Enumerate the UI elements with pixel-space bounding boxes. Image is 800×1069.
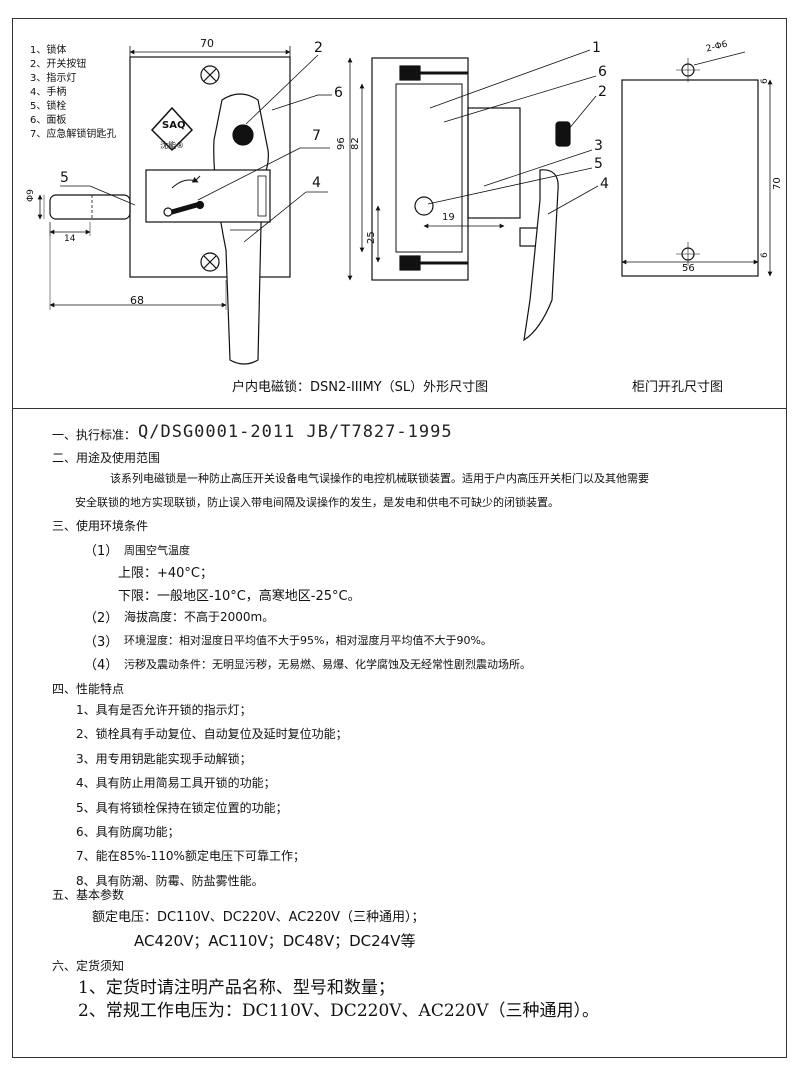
dim-offset-68: 68	[130, 294, 144, 307]
key-hole-icon	[163, 200, 205, 217]
feature-item: 4、具有防止用简易工具开锁的功能；	[76, 776, 276, 791]
s6-line1: 1、定货时请注明产品名称、型号和数量；	[78, 978, 395, 998]
mounting-hole-icon	[676, 58, 700, 82]
callout-2-side: 2	[598, 84, 607, 100]
callout-4: 4	[312, 175, 321, 191]
feature-item: 6、具有防腐功能；	[76, 825, 180, 840]
s4-title: 四、性能特点	[52, 682, 125, 696]
dim-cutout-width: 56	[682, 263, 695, 274]
callout-4-side: 4	[600, 176, 609, 192]
front-view	[37, 46, 332, 365]
s3-3-num: （3）	[84, 635, 119, 650]
screw-icon	[200, 252, 220, 272]
feature-item: 3、用专用钥匙能实现手动解锁；	[76, 751, 252, 766]
callout-5: 5	[60, 170, 69, 186]
side-lock-body	[467, 107, 521, 219]
s3-1-num: （1）	[84, 544, 119, 559]
screw-icon	[200, 65, 220, 85]
legend-item: 5、锁栓	[30, 101, 67, 112]
dim-width-70: 70	[200, 37, 214, 50]
dim-19: 19	[442, 212, 455, 223]
callout-2: 2	[314, 40, 323, 56]
s1-value: Q/DSG0001-2011 JB/T7827-1995	[138, 422, 453, 442]
cutout-rect	[621, 79, 759, 277]
feature-item: 5、具有将锁栓保持在锁定位置的功能；	[76, 800, 288, 815]
s2-line2: 安全联锁的地方实现联锁，防止误入带电间隔及误操作的发生，是发电和供电不可缺少的闭…	[75, 496, 559, 509]
dim-25: 25	[366, 231, 377, 244]
legend-item: 3、指示灯	[30, 73, 77, 84]
s3-1-label: 周围空气温度	[124, 544, 190, 557]
s3-1-lower: 下限：一般地区-10°C，高寒地区-25°C。	[118, 589, 361, 604]
feature-item: 7、能在85%-110%额定电压下可靠工作；	[76, 849, 305, 864]
feature-item: 2、锁栓具有手动复位、自动复位及延时复位功能；	[76, 727, 348, 742]
side-view	[347, 49, 599, 342]
lock-bolt	[49, 194, 131, 220]
parts-legend: 1、锁体 2、开关按钮 3、指示灯 4、手柄 5、锁栓 6、面板 7、应急解锁钥…	[30, 44, 116, 142]
callout-6: 6	[334, 85, 343, 101]
indicator-window	[145, 169, 271, 223]
s5-line2: AC420V；AC110V；DC48V；DC24V等	[134, 932, 416, 950]
legend-item: 7、应急解锁钥匙孔	[30, 129, 117, 140]
front-panel	[129, 56, 291, 278]
callout-7: 7	[312, 128, 321, 144]
callout-3: 3	[594, 138, 603, 154]
technical-drawing	[37, 46, 773, 365]
s1-title: 一、执行标准：	[52, 428, 137, 442]
legend-item: 2、开关按钮	[30, 59, 87, 70]
caption-main: 户内电磁锁：DSN2-IIIMY（SL）外形尺寸图	[232, 380, 489, 395]
dim-bolt-len: 14	[64, 234, 76, 244]
legend-item: 4、手柄	[30, 87, 67, 98]
s3-1-upper: 上限：+40°C；	[118, 566, 214, 581]
s4-list: 1、具有是否允许开锁的指示灯； 2、锁栓具有手动复位、自动复位及延时复位功能； …	[76, 698, 348, 893]
feature-item: 1、具有是否允许开锁的指示灯；	[76, 703, 252, 717]
dim-bolt-dia: Φ9	[26, 189, 36, 202]
feature-item: 8、具有防潮、防霉、防盐雾性能。	[76, 873, 264, 888]
s3-2-text: 海拔高度：不高于2000m。	[124, 610, 275, 624]
callout-5-side: 5	[594, 156, 603, 172]
s3-3-text: 环境湿度：相对湿度日平均值不大于95%，相对湿度月平均值不大于90%。	[124, 634, 492, 647]
dim-height-82: 82	[350, 137, 361, 150]
switch-button	[232, 124, 254, 146]
s3-2-num: （2）	[84, 611, 119, 626]
callout-1: 1	[592, 40, 601, 56]
section-divider	[12, 408, 787, 409]
s3-title: 三、使用环境条件	[52, 519, 149, 533]
s6-title: 六、定货须知	[52, 959, 125, 973]
s2-line1: 该系列电磁锁是一种防止高压开关设备电气误操作的电控机械联锁装置。适用于户内高压开…	[110, 472, 649, 485]
s5-title: 五、基本参数	[52, 888, 125, 902]
brand-logo	[150, 106, 194, 152]
dim-margin-top: 6	[760, 78, 770, 84]
s5-line1: 额定电压：DC110V、DC220V、AC220V（三种通用）；	[92, 910, 425, 925]
dim-margin-bottom: 6	[760, 252, 770, 258]
dim-height-96: 96	[336, 137, 347, 150]
page-frame	[12, 18, 787, 1058]
logo-letters: SAQ	[162, 120, 186, 131]
cutout-view	[621, 51, 773, 277]
caption-cutout: 柜门开孔尺寸图	[632, 380, 724, 395]
side-back-plate	[371, 57, 469, 281]
s3-4-text: 污秽及震动条件：无明显污秽，无易燃、易爆、化学腐蚀及无经常性剧烈震动场所。	[124, 658, 531, 671]
legend-item: 6、面板	[30, 115, 67, 126]
logo-text: 沈能®	[160, 141, 184, 150]
callout-6-side: 6	[598, 64, 607, 80]
s2-title: 二、用途及使用范围	[52, 451, 161, 465]
dim-cutout-height: 70	[772, 177, 783, 190]
legend-item: 1、锁体	[30, 45, 67, 56]
indicator-light	[414, 196, 434, 216]
switch-button-side	[555, 121, 571, 147]
s6-line2: 2、常规工作电压为：DC110V、DC220V、AC220V（三种通用）。	[78, 1001, 600, 1021]
bolt-icon	[399, 65, 468, 81]
s3-4-num: （4）	[84, 658, 119, 673]
bolt-icon	[399, 255, 468, 271]
